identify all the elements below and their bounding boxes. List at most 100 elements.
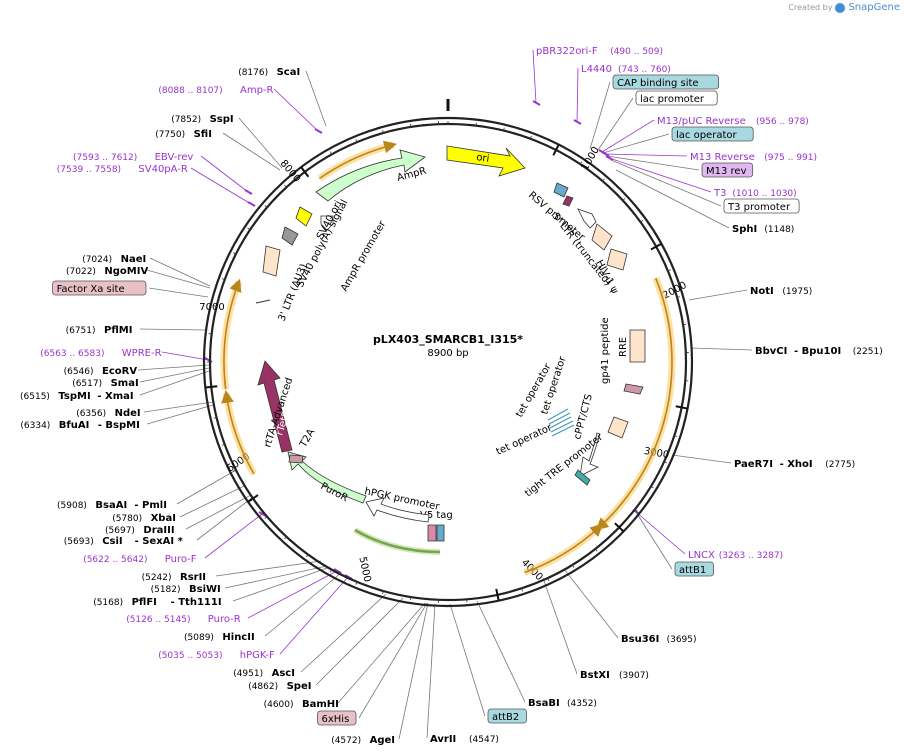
- rre-label: RRE: [618, 337, 629, 357]
- minor-tick: [601, 178, 605, 183]
- label-text: BsaBI: [528, 698, 560, 709]
- leader-line: [604, 153, 688, 157]
- leader-line: [671, 454, 732, 464]
- label-text: SphI: [732, 224, 757, 235]
- minor-tick: [355, 139, 358, 144]
- minor-tick: [594, 547, 598, 552]
- leader-line: [597, 97, 634, 151]
- label-extra: - Bpu10I: [794, 346, 841, 357]
- minor-tick: [382, 129, 385, 135]
- label-text: BamHI: [302, 699, 339, 710]
- label-lac-operator: lac operator: [671, 126, 754, 142]
- label-range: (5908): [57, 501, 87, 511]
- label-bamhi: (4600)BamHI: [264, 699, 339, 710]
- leader-line: [358, 602, 428, 719]
- leader-line: [273, 88, 319, 132]
- plasmid-name: pLX403_SMARCB1_I315*: [373, 333, 523, 346]
- label-text: NdeI: [115, 408, 141, 419]
- label-amp-r: (8088 .. 8107)Amp-R: [158, 85, 273, 96]
- leader-line: [137, 364, 210, 371]
- label-text: RsrII: [180, 572, 206, 583]
- label-range: (5035 .. 5053): [158, 651, 222, 661]
- label-range: (5622 .. 5642): [83, 555, 147, 565]
- label-lac-promoter: lac promoter: [635, 90, 718, 106]
- label-text: attB1: [679, 565, 706, 576]
- scale-tick-mark: [300, 166, 310, 178]
- label-text: XbaI: [151, 513, 176, 524]
- minor-tick: [682, 323, 687, 326]
- lower-orf-arc: [524, 523, 604, 574]
- leader-line: [602, 133, 670, 154]
- primer-mark: [314, 128, 323, 134]
- label-bsu36i: Bsu36I(3695): [621, 634, 697, 645]
- label-range: (1010 .. 1030): [732, 189, 796, 199]
- label-range: (975 .. 991): [764, 153, 817, 163]
- label-text: BbvCI: [755, 346, 787, 357]
- minor-tick: [663, 460, 668, 464]
- leader-line: [426, 603, 436, 739]
- label-text: pBR322ori-F: [536, 46, 598, 57]
- leader-line: [542, 577, 578, 675]
- leader-line: [204, 513, 263, 559]
- label-text: WPRE-R: [122, 348, 162, 359]
- v5-tag-label: V5 tag: [420, 510, 453, 521]
- label-text: AvrII: [430, 734, 456, 745]
- leader-line: [139, 328, 207, 331]
- sv40-polya-shape: [281, 226, 299, 246]
- leader-line: [247, 570, 338, 619]
- label-range: (6563 .. 6583): [40, 349, 104, 359]
- label-range: (5126 .. 5145): [126, 615, 190, 625]
- leader-line: [139, 367, 210, 383]
- minor-tick: [621, 198, 626, 202]
- primer-mark: [247, 201, 256, 207]
- label-box: [635, 90, 718, 106]
- label-box: [701, 162, 754, 178]
- label-text: SfiI: [194, 129, 212, 140]
- label-text: SmaI: [111, 378, 139, 389]
- label-spei: (4862)SpeI: [248, 681, 311, 692]
- label-attb1: attB1: [674, 561, 714, 577]
- label-extra: - PmlI: [134, 500, 167, 511]
- label-avrii: AvrII(4547): [430, 734, 499, 745]
- ori-label: ori: [476, 152, 490, 165]
- annotation-labels: pBR322ori-F(490 .. 509)L4440(743 .. 760)…: [20, 46, 883, 746]
- minor-tick: [233, 469, 238, 472]
- leader-line: [139, 370, 210, 396]
- leader-line: [300, 593, 387, 673]
- label-text: NgoMIV: [104, 266, 148, 277]
- label-ecorv: (6546)EcoRV: [64, 366, 138, 377]
- leader-line: [532, 49, 537, 104]
- tet-operator-block: [547, 408, 575, 437]
- primer-mark: [333, 568, 342, 574]
- label-text: attB2: [492, 712, 519, 723]
- label-csii: (5693)CsiI- SexAI *: [64, 536, 184, 547]
- minor-tick: [233, 252, 238, 255]
- label-box: [317, 710, 357, 726]
- leader-line: [146, 269, 211, 289]
- label-text: ScaI: [277, 67, 301, 78]
- label-range: (7852): [171, 115, 201, 125]
- minor-tick: [529, 135, 532, 140]
- label-text: EBV-rev: [155, 152, 194, 163]
- label-range: (7024): [82, 255, 112, 265]
- leader-line: [398, 602, 429, 740]
- label-text: Bsu36I: [621, 634, 659, 645]
- label-range: (490 .. 509): [610, 47, 663, 57]
- leader-line: [185, 494, 252, 530]
- gp41-shape: [623, 383, 644, 395]
- label-range: (3263 .. 3287): [719, 551, 783, 561]
- label-text: lac operator: [676, 130, 737, 141]
- label-box: [612, 74, 719, 90]
- backbone-outer-ring: [202, 116, 694, 608]
- label-text: NaeI: [121, 254, 147, 265]
- label-lncx: LNCX(3263 .. 3287): [688, 550, 783, 561]
- leader-line: [149, 257, 211, 287]
- orf-arcs: [220, 140, 676, 576]
- label-ebv-rev: (7593 .. 7612)EBV-rev: [73, 152, 193, 163]
- leader-line: [476, 600, 526, 703]
- tre-arrow-shape: [579, 432, 601, 477]
- rtetr-arrow-shape: [257, 360, 293, 453]
- label-bstxi: BstXI(3907): [580, 670, 649, 681]
- label-puro-f: (5622 .. 5642)Puro-F: [83, 554, 197, 565]
